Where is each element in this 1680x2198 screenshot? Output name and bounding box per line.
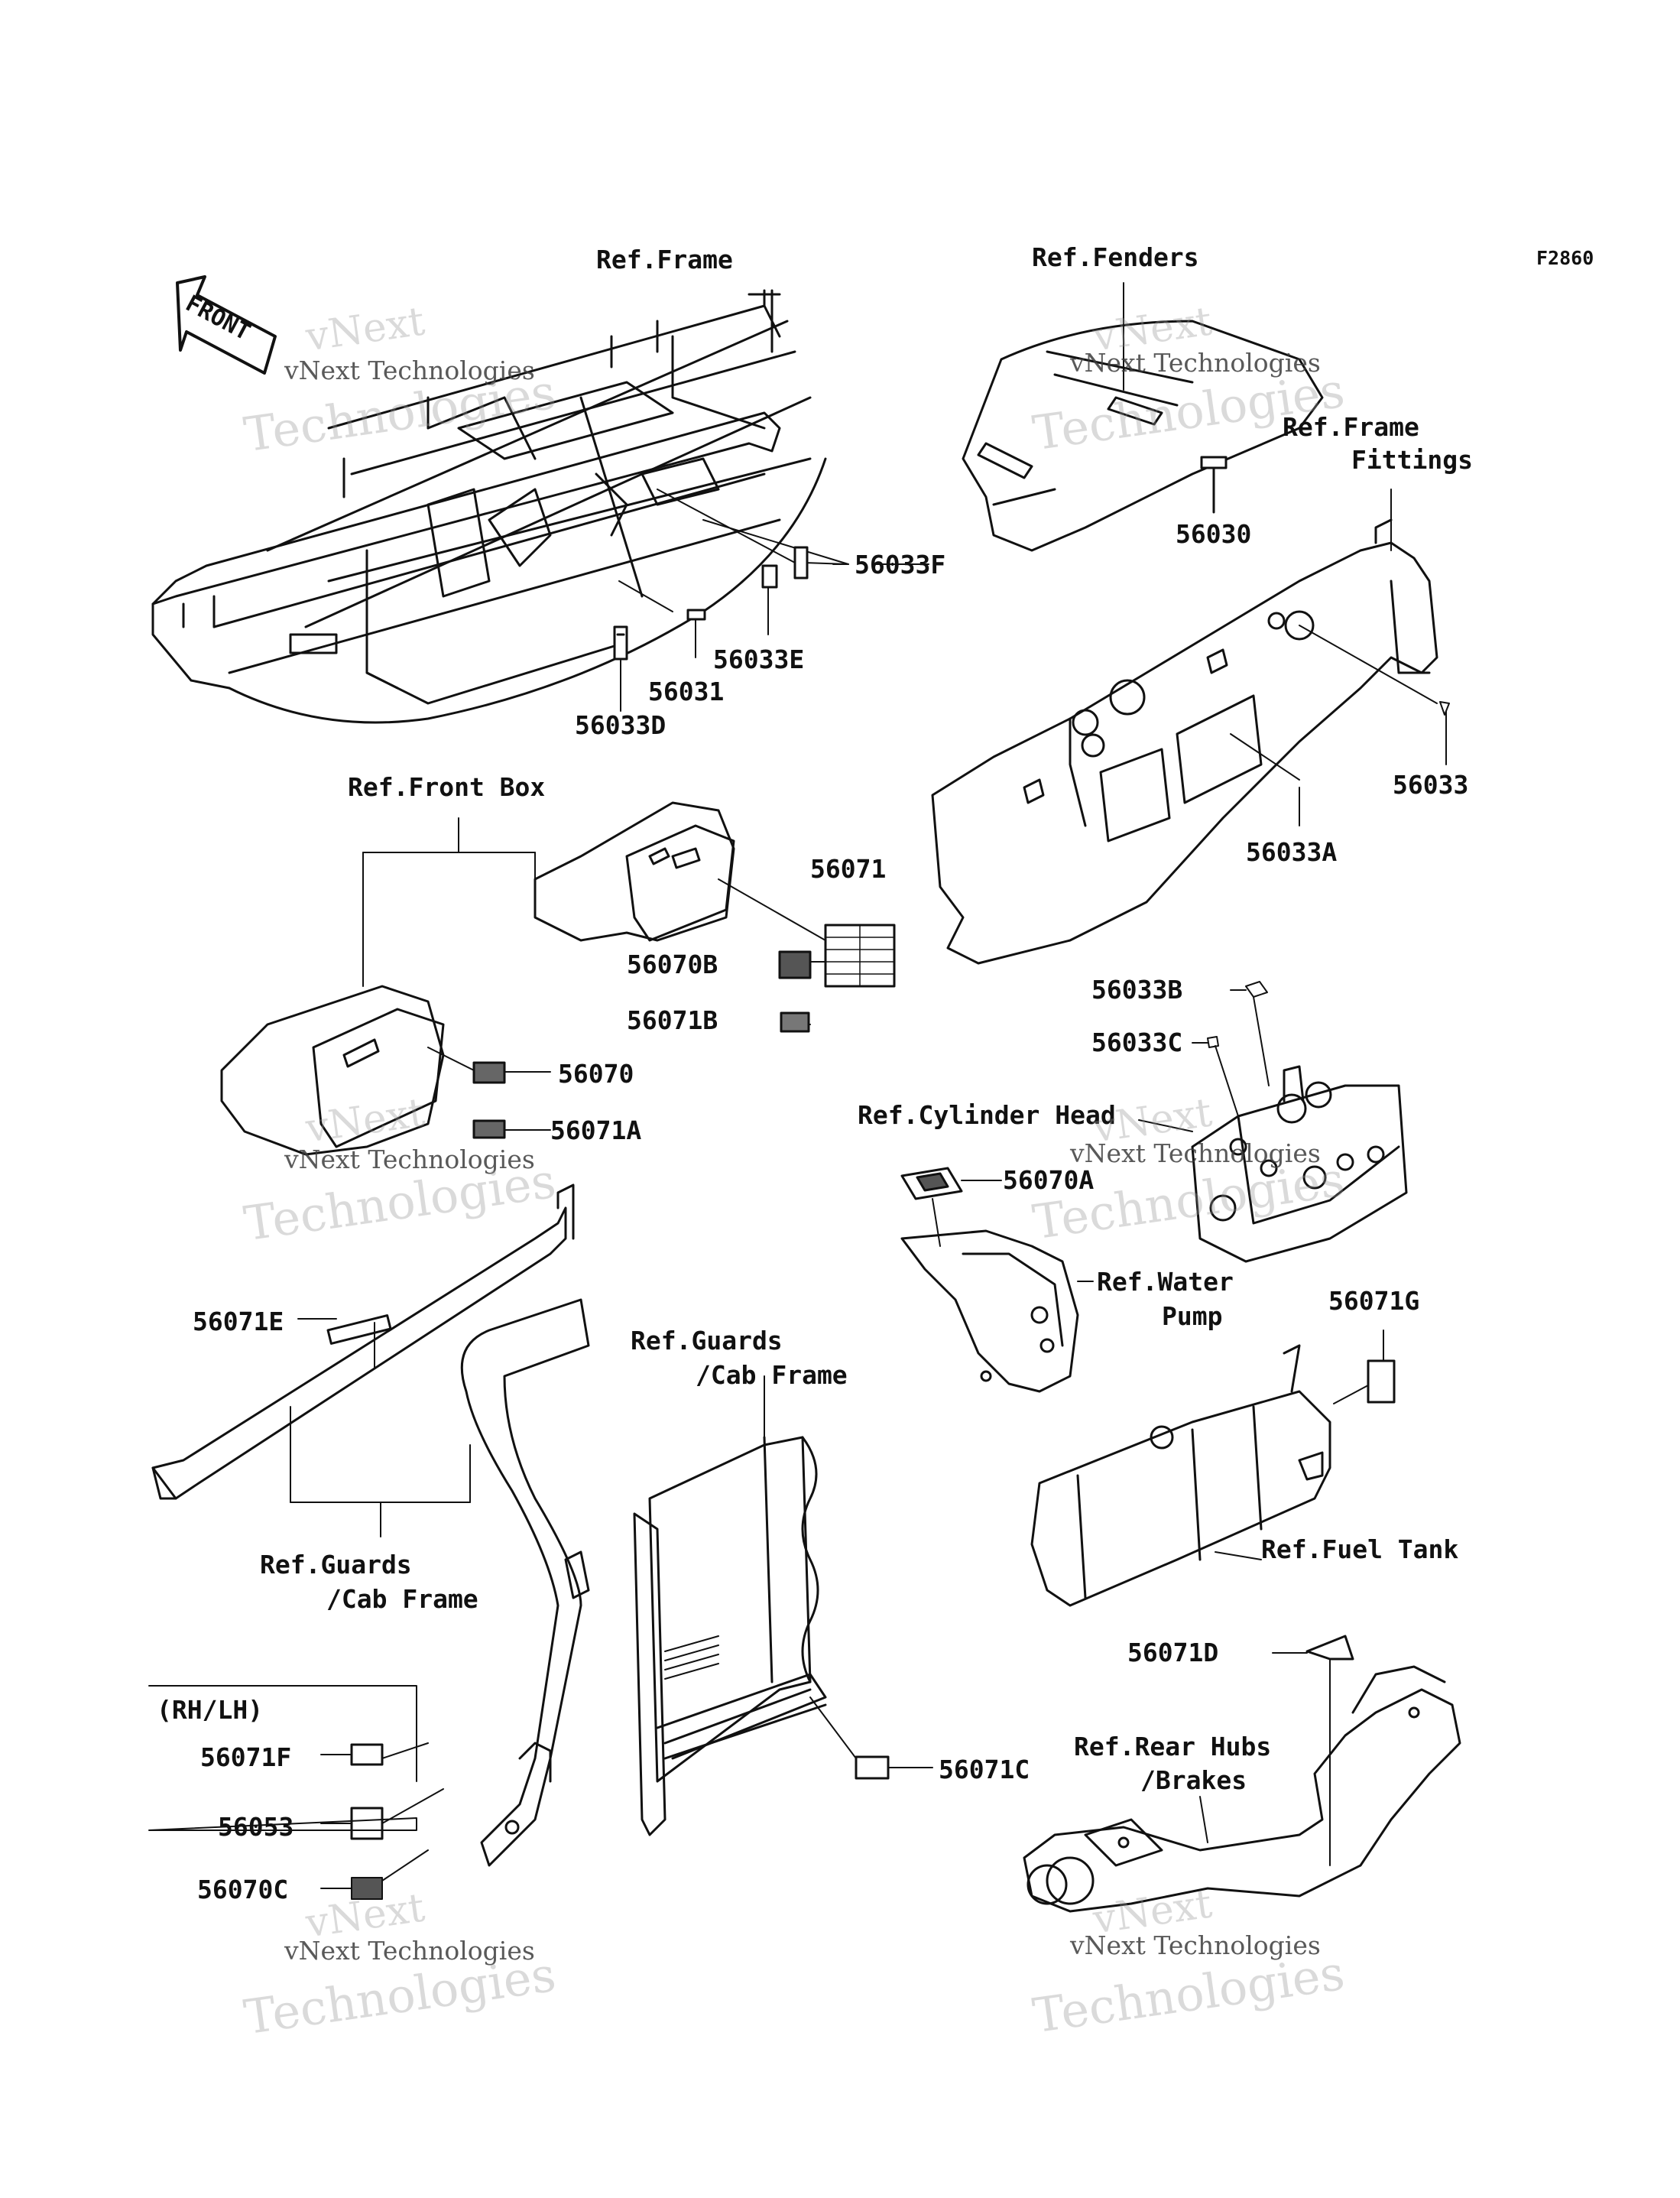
part-56071D: 56071D <box>1127 1638 1219 1667</box>
part-56070A: 56070A <box>1003 1165 1095 1195</box>
rh-lh-note: (RH/LH) <box>157 1695 264 1725</box>
part-56071F: 56071F <box>200 1742 292 1772</box>
ref-water-pump-label-line2: Pump <box>1162 1301 1223 1331</box>
frame-decals <box>613 546 809 661</box>
ref-guards-cab-frame-right-line2: /Cab Frame <box>696 1360 848 1390</box>
part-56033A: 56033A <box>1246 837 1338 867</box>
water-pump-drawing <box>900 1229 1079 1393</box>
ref-frame-fittings-label-line2: Fittings <box>1351 445 1473 475</box>
front-box-upper-decals <box>778 924 896 1033</box>
ref-front-box-label: Ref.Front Box <box>348 772 546 802</box>
ref-guards-cab-frame-right-line1: Ref.Guards <box>631 1326 783 1355</box>
figure-code: F2860 <box>1536 247 1594 269</box>
front-box-bracket <box>362 817 536 987</box>
ref-fenders-label: Ref.Fenders <box>1032 242 1199 272</box>
cab-door-drawing <box>633 1436 827 1836</box>
part-56053: 56053 <box>218 1812 294 1842</box>
ref-rear-hubs-label-line2: /Brakes <box>1140 1765 1247 1795</box>
part-56070C: 56070C <box>197 1875 289 1904</box>
part-56071E: 56071E <box>193 1307 284 1336</box>
fender-decal <box>1123 282 1228 514</box>
frame-callout-lines <box>618 489 929 712</box>
ref-frame-fittings-label-line1: Ref.Frame <box>1283 412 1419 442</box>
cylinder-head-callouts <box>1138 981 1270 1132</box>
guard-bar-drawing <box>151 1183 575 1500</box>
ref-frame-label: Ref.Frame <box>596 245 733 274</box>
part-56033C: 56033C <box>1091 1028 1183 1057</box>
part-56030: 56030 <box>1176 519 1252 549</box>
frame-fittings-callouts <box>1230 489 1450 826</box>
part-56071C: 56071C <box>939 1755 1030 1784</box>
part-56071B: 56071B <box>627 1005 718 1035</box>
part-56033B: 56033B <box>1091 975 1183 1005</box>
part-56070B: 56070B <box>627 950 718 979</box>
ref-guards-cab-frame-left-line1: Ref.Guards <box>260 1550 412 1580</box>
ref-guards-cab-frame-left-line2: /Cab Frame <box>326 1584 478 1614</box>
part-56033F: 56033F <box>855 550 946 580</box>
ref-rear-hubs-label-line1: Ref.Rear Hubs <box>1074 1732 1272 1761</box>
fenders-drawing <box>962 320 1324 552</box>
rear-hubs-callouts <box>1199 1635 1354 1866</box>
support-pipe-drawing <box>460 1298 590 1867</box>
part-56033D: 56033D <box>575 710 666 740</box>
cylinder-head-drawing <box>1191 1065 1408 1263</box>
frame-fittings-drawing <box>931 518 1438 965</box>
front-arrow-icon <box>176 275 277 375</box>
part-56033E: 56033E <box>713 644 805 674</box>
guard-bar-callouts <box>290 1318 471 1537</box>
ref-water-pump-label-line1: Ref.Water <box>1097 1267 1234 1297</box>
ref-cylinder-head-label: Ref.Cylinder Head <box>858 1100 1116 1130</box>
part-56071A: 56071A <box>550 1115 642 1145</box>
support-pipe-callouts <box>148 1685 444 1900</box>
part-56070: 56070 <box>558 1059 634 1089</box>
rear-hubs-drawing <box>1023 1665 1461 1913</box>
frame-drawing <box>151 289 827 724</box>
front-box-upper-drawing <box>534 801 735 942</box>
part-56031: 56031 <box>648 677 725 706</box>
cab-door-callouts <box>764 1375 933 1780</box>
ref-fuel-tank-label: Ref.Fuel Tank <box>1261 1534 1459 1564</box>
fuel-tank-callouts <box>1215 1330 1396 1560</box>
fuel-tank-drawing <box>1030 1344 1331 1607</box>
part-56071G: 56071G <box>1328 1286 1420 1316</box>
water-pump-decal <box>900 1167 1094 1282</box>
part-56071: 56071 <box>810 854 887 884</box>
front-box-lower-drawing <box>220 985 445 1156</box>
part-56033: 56033 <box>1393 770 1469 800</box>
front-box-lower-decals <box>427 1047 551 1139</box>
